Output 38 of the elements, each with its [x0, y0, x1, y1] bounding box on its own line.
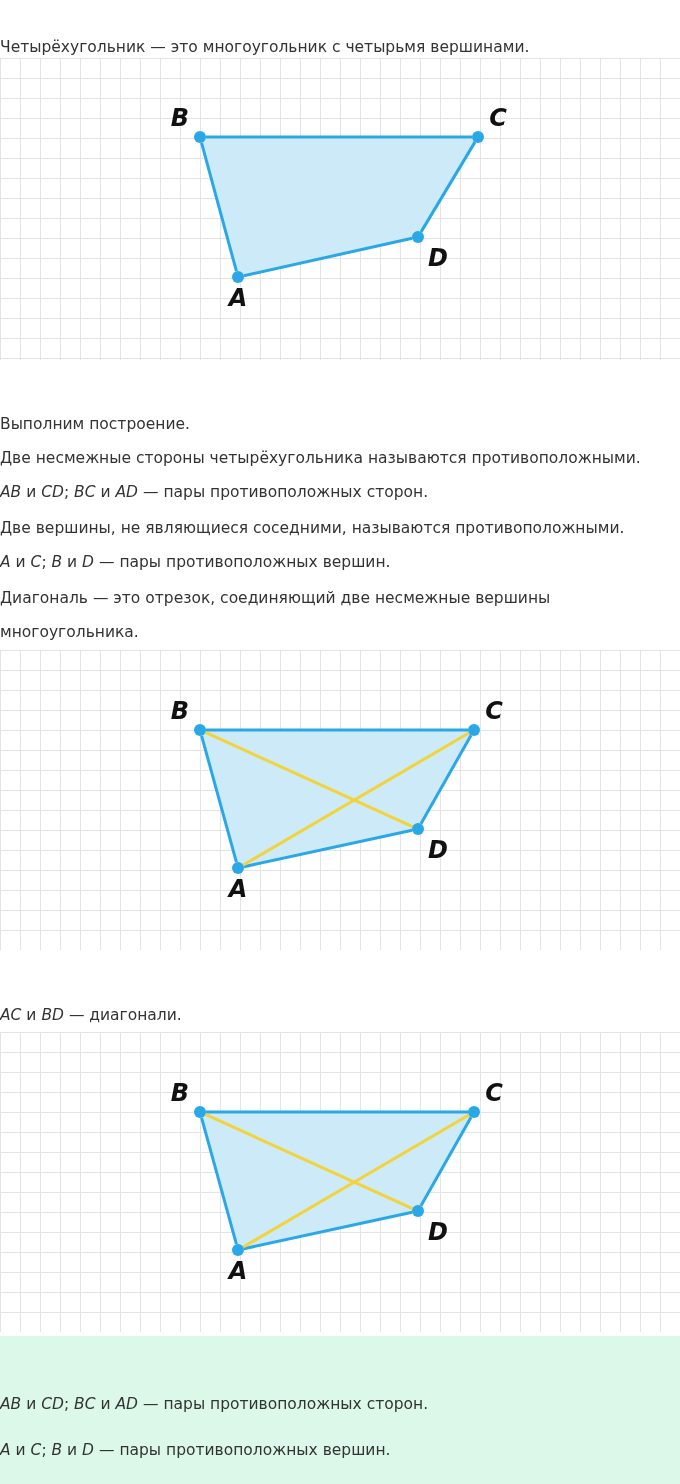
side-line	[200, 735, 238, 863]
diagonal-line	[242, 1113, 470, 1249]
text-paragraph: A и C; B и D — пары противоположных вершин.	[0, 552, 391, 573]
text-paragraph: AB и CD; BC и AD — пары противоположных сторон.	[0, 1394, 429, 1415]
vertex-label: B	[170, 697, 190, 725]
side-line	[200, 1117, 238, 1245]
side-line	[243, 828, 413, 869]
side-line	[206, 135, 472, 139]
text-paragraph: AC и BD — диагонали.	[0, 1005, 182, 1026]
vertex-label: A	[228, 875, 248, 903]
text-paragraph: AB и CD; BC и AD — пары противоположных сторон.	[0, 482, 429, 503]
text-paragraph: Выполним построение.	[0, 414, 190, 435]
side-line	[200, 142, 238, 272]
text-paragraph: Две вершины, не являющиеся соседними, называются противоположными.	[0, 518, 625, 539]
diagonal-line	[204, 1113, 414, 1210]
text-paragraph: A и C; B и D — пары противоположных вершин.	[0, 1440, 391, 1461]
vertex-label: D	[428, 244, 448, 272]
text-paragraph: Четырёхугольник — это многоугольник с четырьмя вершинами.	[0, 37, 530, 58]
side-line	[206, 1110, 468, 1114]
vertex-label: B	[170, 104, 190, 132]
vertex-label: A	[228, 284, 248, 312]
diagonal-line	[204, 731, 414, 828]
vertex-label: C	[484, 1079, 504, 1107]
vertex-label: D	[428, 1218, 448, 1246]
vertex-label: C	[484, 697, 504, 725]
side-line	[419, 734, 473, 825]
diagonal-line	[242, 731, 470, 867]
vertex-label: A	[228, 1257, 248, 1285]
vertex-label: C	[488, 104, 508, 132]
side-line	[419, 1116, 473, 1207]
text-paragraph: Две несмежные стороны четырёхугольника называются противоположными.	[0, 448, 641, 469]
side-line	[243, 236, 413, 278]
vertex-label: B	[170, 1079, 190, 1107]
vertex-label: D	[428, 836, 448, 864]
text-paragraph: Диагональ — это отрезок, соединяющий две несмежные вершины многоугольника.	[0, 588, 552, 643]
side-line	[206, 728, 468, 732]
side-line	[243, 1210, 413, 1251]
side-line	[419, 141, 477, 233]
